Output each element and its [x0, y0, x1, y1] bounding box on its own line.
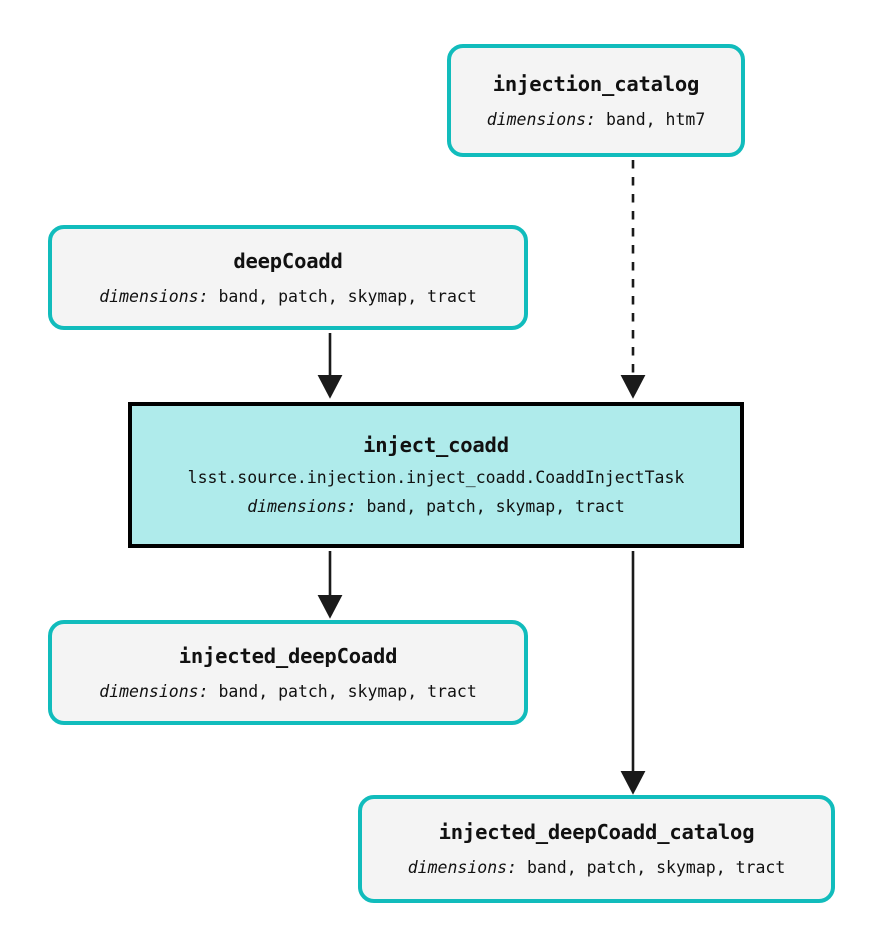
node-injected-deepcoadd[interactable]: injected_deepCoadd dimensions: band, pat… — [48, 620, 528, 725]
dimensions-label: dimensions: — [486, 109, 596, 129]
dimensions-label: dimensions: — [99, 286, 209, 306]
node-inject-coadd-task[interactable]: inject_coadd lsst.source.injection.injec… — [128, 402, 744, 548]
node-title: injection_catalog — [492, 71, 700, 96]
node-dimensions: dimensions: band, htm7 — [487, 110, 706, 130]
dimensions-value: band, patch, skymap, tract — [366, 497, 625, 516]
dimensions-label: dimensions: — [247, 497, 357, 516]
node-title: deepCoadd — [233, 248, 343, 273]
node-injection-catalog[interactable]: injection_catalog dimensions: band, htm7 — [447, 44, 745, 157]
dimensions-value: band, patch, skymap, tract — [218, 286, 477, 306]
node-dimensions: dimensions: band, patch, skymap, tract — [408, 858, 786, 878]
dimensions-value: band, patch, skymap, tract — [526, 858, 786, 877]
dimensions-label: dimensions: — [407, 858, 518, 877]
dimensions-label: dimensions: — [99, 681, 209, 701]
node-dimensions: dimensions: band, patch, skymap, tract — [99, 287, 477, 307]
node-title: injected_deepCoadd — [178, 643, 398, 668]
node-injected-deepcoadd-catalog[interactable]: injected_deepCoadd_catalog dimensions: b… — [358, 795, 835, 903]
node-title: inject_coadd — [363, 433, 509, 457]
node-dimensions: dimensions: band, patch, skymap, tract — [99, 682, 477, 702]
dimensions-value: band, htm7 — [605, 109, 706, 129]
task-class-path: lsst.source.injection.inject_coadd.Coadd… — [187, 468, 685, 487]
node-deepcoadd[interactable]: deepCoadd dimensions: band, patch, skyma… — [48, 225, 528, 330]
node-title: injected_deepCoadd_catalog — [438, 820, 755, 844]
dimensions-value: band, patch, skymap, tract — [218, 681, 477, 701]
node-dimensions: dimensions: band, patch, skymap, tract — [247, 497, 625, 517]
